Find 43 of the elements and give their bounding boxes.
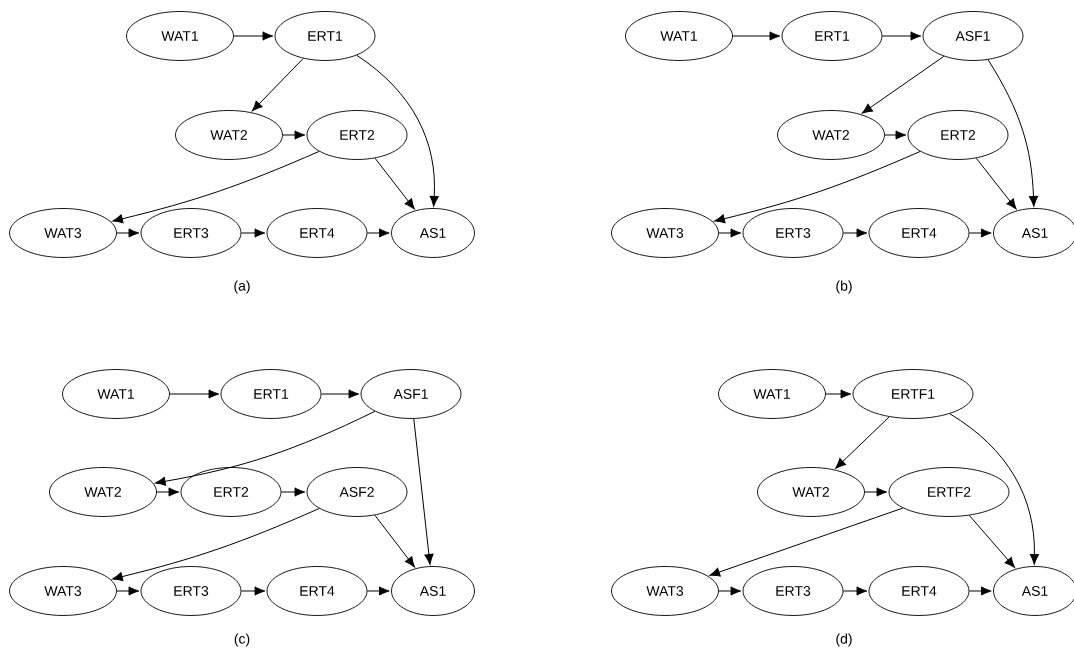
arrow <box>366 586 390 596</box>
arrow <box>732 31 781 41</box>
arrow <box>282 130 306 140</box>
arrow <box>169 389 220 399</box>
arrow <box>112 508 320 582</box>
arrow <box>356 54 439 207</box>
arrow <box>842 228 868 238</box>
arrow <box>881 31 922 41</box>
arrow <box>240 586 266 596</box>
arrow <box>714 150 921 224</box>
arrow <box>718 586 742 596</box>
panel-caption: (b) <box>836 280 852 294</box>
arrow <box>968 228 992 238</box>
arrow <box>987 59 1039 207</box>
arrow <box>240 228 266 238</box>
arrow <box>718 228 742 238</box>
arrow <box>884 130 907 140</box>
arrow <box>156 487 180 497</box>
arrow <box>112 150 320 224</box>
arrow <box>968 514 1015 568</box>
arrow <box>968 586 992 596</box>
arrow <box>251 58 304 112</box>
arrow <box>116 586 140 596</box>
arrow <box>116 228 140 238</box>
arrow <box>861 55 945 114</box>
arrow <box>155 410 376 486</box>
arrow <box>975 157 1017 210</box>
arrow <box>825 389 852 399</box>
arrow <box>233 31 274 41</box>
panel-caption: (d) <box>836 633 852 647</box>
arrow <box>709 507 904 577</box>
panel-caption: (a) <box>234 280 250 294</box>
arrow <box>320 389 360 399</box>
arrow <box>374 514 415 568</box>
arrow <box>842 586 868 596</box>
arrow <box>374 157 415 210</box>
arrow <box>366 228 390 238</box>
arrow <box>413 418 434 565</box>
arrow <box>864 487 888 497</box>
arrow <box>835 416 890 469</box>
arrow <box>280 487 306 497</box>
panel-caption: (c) <box>234 633 250 647</box>
arrow <box>949 413 1039 565</box>
